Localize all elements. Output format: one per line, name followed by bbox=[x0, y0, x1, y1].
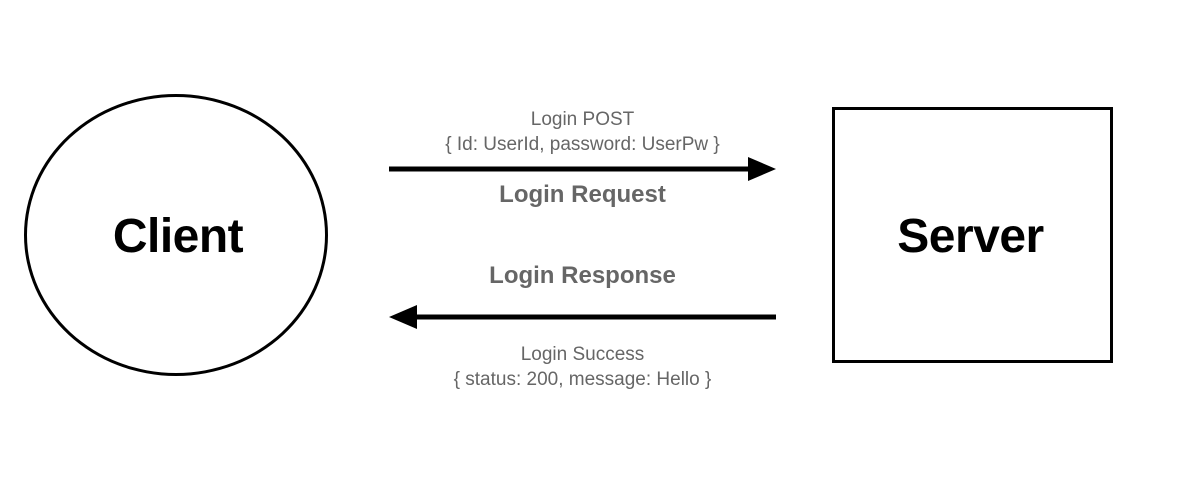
client-node: Client bbox=[24, 94, 328, 376]
response-arrow bbox=[389, 305, 776, 329]
request-method-line: Login POST bbox=[530, 109, 635, 130]
request-arrow bbox=[389, 157, 776, 181]
request-arrow-head bbox=[748, 157, 776, 181]
request-title: Login Request bbox=[499, 181, 666, 208]
response-detail: Login Success { status: 200, message: He… bbox=[400, 342, 765, 392]
server-node: Server bbox=[832, 107, 1113, 363]
request-detail: Login POST { Id: UserId, password: UserP… bbox=[400, 107, 765, 157]
request-payload-line: { Id: UserId, password: UserPw } bbox=[445, 134, 720, 155]
response-title: Login Response bbox=[489, 262, 676, 289]
response-arrow-head bbox=[389, 305, 417, 329]
server-label: Server bbox=[897, 209, 1044, 263]
response-status-line: Login Success bbox=[520, 344, 645, 365]
response-payload-line: { status: 200, message: Hello } bbox=[453, 369, 712, 390]
client-label: Client bbox=[112, 209, 244, 263]
